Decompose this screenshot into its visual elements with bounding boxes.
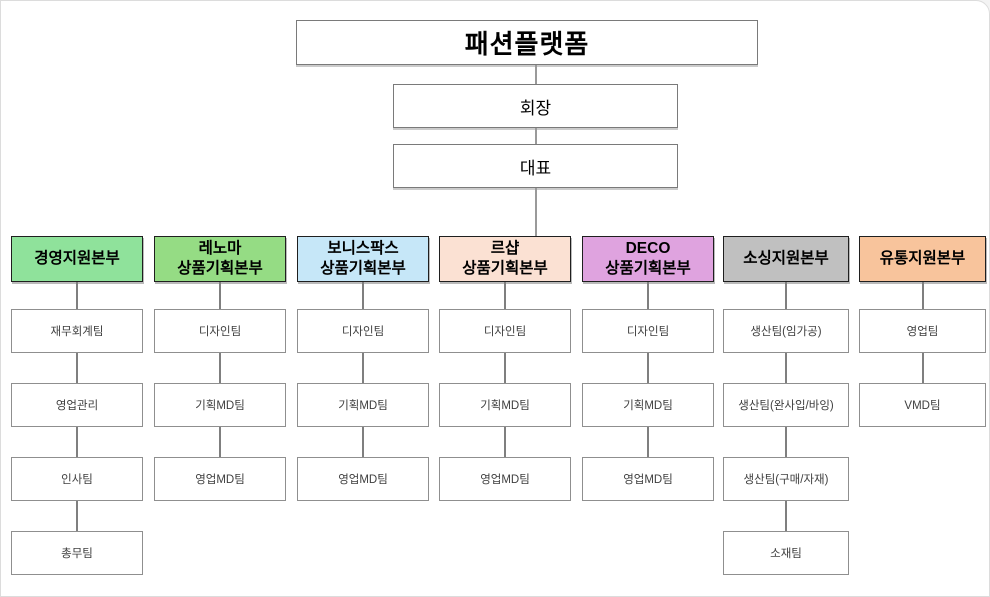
team-box: 기획MD팀 <box>297 383 429 427</box>
division-column-3: 보니스팍스 상품기획본부 디자인팀 기획MD팀 영업MD팀 <box>297 236 429 501</box>
division-header: 레노마 상품기획본부 <box>154 236 286 282</box>
team-box: 디자인팀 <box>154 309 286 353</box>
ceo-box: 대표 <box>393 144 678 188</box>
company-title: 패션플랫폼 <box>464 29 590 59</box>
division-name-line2: 상품기획본부 <box>605 260 691 277</box>
team-box: 기획MD팀 <box>582 383 714 427</box>
team-box: 기획MD팀 <box>154 383 286 427</box>
connector-line <box>76 501 78 531</box>
division-name-line2: 상품기획본부 <box>177 260 263 277</box>
team-box: 영업팀 <box>859 309 986 353</box>
connector-line <box>785 282 787 309</box>
division-column-2: 레노마 상품기획본부 디자인팀 기획MD팀 영업MD팀 <box>154 236 286 501</box>
team-box: 총무팀 <box>11 531 143 575</box>
division-name-line2: 상품기획본부 <box>462 260 548 277</box>
division-column-6: 소싱지원본부 생산팀(임가공) 생산팀(완사입/바잉) 생산팀(구매/자재) 소… <box>723 236 849 575</box>
connector-line <box>76 353 78 383</box>
division-name: 소싱지원본부 <box>743 250 829 267</box>
connector-line <box>921 282 924 309</box>
division-column-4: 르샵 상품기획본부 디자인팀 기획MD팀 영업MD팀 <box>439 236 571 501</box>
chairman-label: 회장 <box>519 98 552 118</box>
division-name-line2: 상품기획본부 <box>320 260 406 277</box>
connector-line <box>76 282 78 309</box>
connector-line <box>647 427 649 457</box>
team-box: 영업관리 <box>11 383 143 427</box>
team-box: 기획MD팀 <box>439 383 571 427</box>
division-column-1: 경영지원본부 재무회계팀 영업관리 인사팀 총무팀 <box>11 236 143 575</box>
team-box: 디자인팀 <box>439 309 571 353</box>
division-header: 르샵 상품기획본부 <box>439 236 571 282</box>
connector-line <box>76 427 78 457</box>
connector-line <box>362 353 364 383</box>
division-header: 경영지원본부 <box>11 236 143 282</box>
team-box: 디자인팀 <box>297 309 429 353</box>
connector-line <box>535 128 537 145</box>
team-box: 생산팀(구매/자재) <box>723 457 849 501</box>
connector-line <box>504 353 506 383</box>
connector-line <box>219 353 221 383</box>
division-name: 유통지원본부 <box>879 250 966 267</box>
connector-line <box>785 427 787 457</box>
division-name: 보니스팍스 <box>327 240 399 257</box>
division-column-5: DECO 상품기획본부 디자인팀 기획MD팀 영업MD팀 <box>582 236 714 501</box>
chairman-box: 회장 <box>393 84 678 128</box>
team-box: 소재팀 <box>723 531 849 575</box>
team-box: 생산팀(완사입/바잉) <box>723 383 849 427</box>
team-box: 인사팀 <box>11 457 143 501</box>
division-header: 유통지원본부 <box>859 236 986 282</box>
connector-line <box>647 282 649 309</box>
connector-line <box>535 188 537 237</box>
team-box: 영업MD팀 <box>439 457 571 501</box>
connector-line <box>362 427 364 457</box>
division-name: 레노마 <box>198 240 242 257</box>
division-column-7: 유통지원본부 영업팀 VMD팀 <box>859 236 986 427</box>
division-header: DECO 상품기획본부 <box>582 236 714 282</box>
team-box: 재무회계팀 <box>11 309 143 353</box>
division-name: DECO <box>625 240 671 257</box>
team-box: 영업MD팀 <box>582 457 714 501</box>
connector-line <box>219 282 221 309</box>
division-header: 소싱지원본부 <box>723 236 849 282</box>
connector-line <box>504 282 506 309</box>
connector-line <box>647 353 649 383</box>
team-box: 영업MD팀 <box>297 457 429 501</box>
team-box: VMD팀 <box>859 383 986 427</box>
connector-line <box>219 427 221 457</box>
ceo-label: 대표 <box>519 158 552 178</box>
connector-line <box>504 427 506 457</box>
division-header: 보니스팍스 상품기획본부 <box>297 236 429 282</box>
team-box: 디자인팀 <box>582 309 714 353</box>
connector-line <box>785 353 787 383</box>
connector-line <box>921 353 924 383</box>
division-name: 르샵 <box>490 240 520 257</box>
connector-line <box>785 501 787 531</box>
team-box: 영업MD팀 <box>154 457 286 501</box>
connector-line <box>362 282 364 309</box>
team-box: 생산팀(임가공) <box>723 309 849 353</box>
company-title-box: 패션플랫폼 <box>296 20 758 65</box>
connector-line <box>535 65 537 85</box>
division-name: 경영지원본부 <box>34 250 120 267</box>
